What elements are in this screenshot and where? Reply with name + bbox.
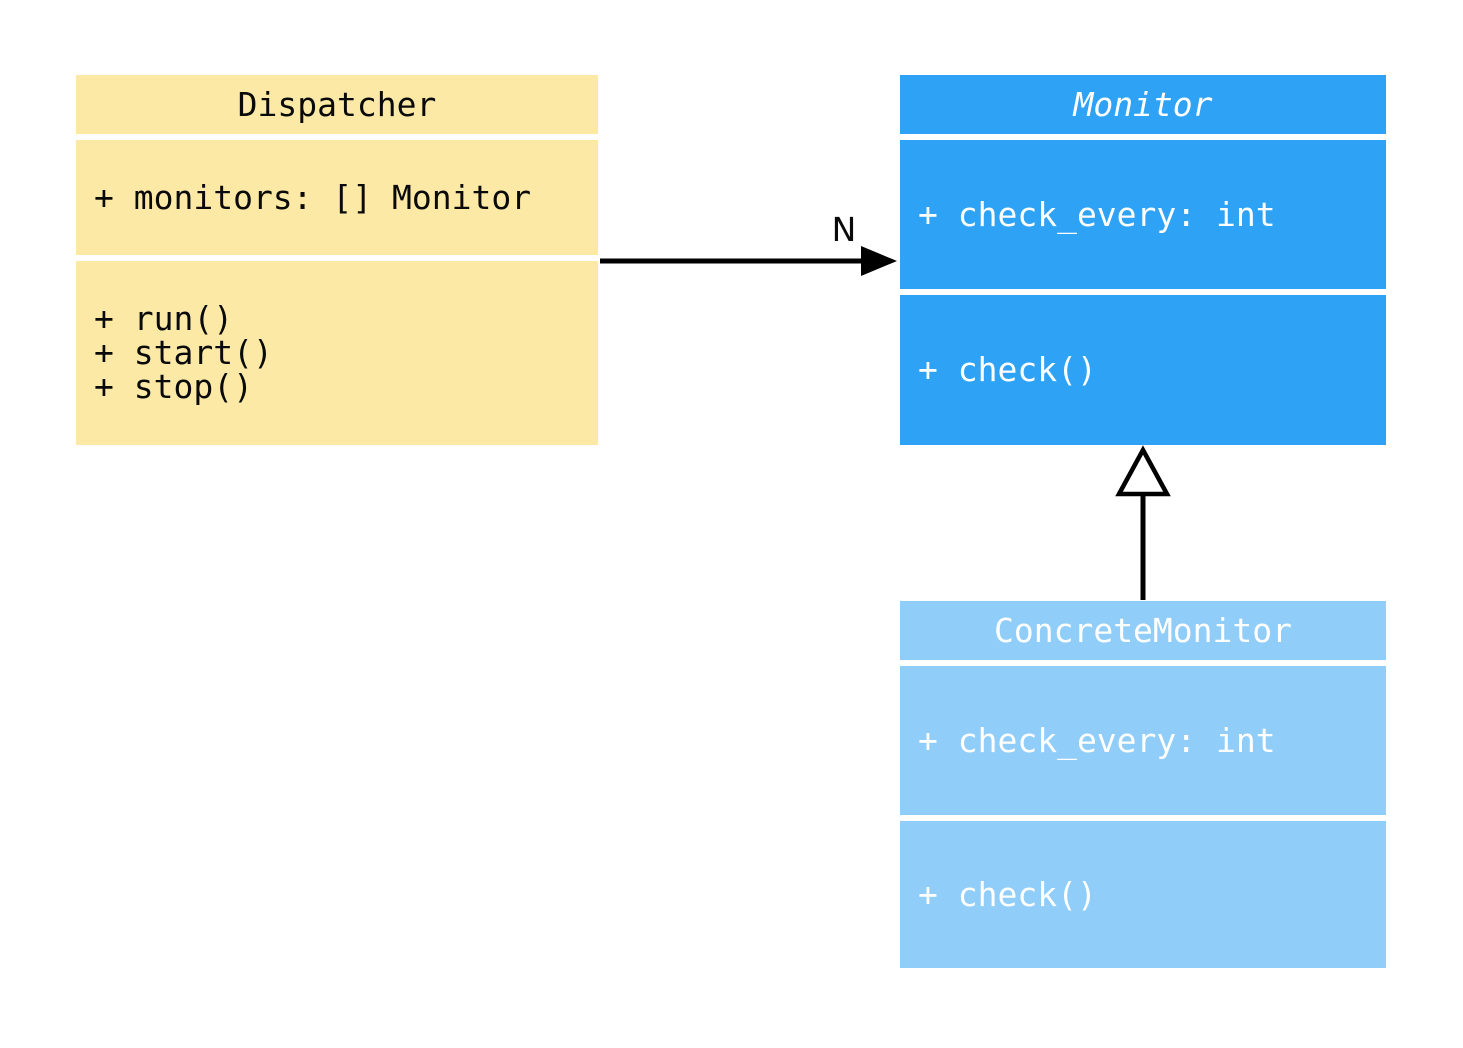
method-item: + check() xyxy=(918,350,1097,389)
method-item: + run() xyxy=(94,299,234,338)
attribute-item: + check_every: int xyxy=(918,720,1276,760)
inheritance-arrow-concretemonitor-to-monitor xyxy=(1115,445,1171,600)
methods-compartment-monitor: + check() xyxy=(900,295,1386,445)
attributes-compartment-concrete-monitor: + check_every: int xyxy=(900,666,1386,815)
association-arrowhead-icon xyxy=(861,246,897,276)
association-multiplicity-label: N xyxy=(832,210,857,249)
class-title-concrete-monitor: ConcreteMonitor xyxy=(900,601,1386,660)
method-item: + check() xyxy=(918,874,1097,914)
inheritance-triangle-icon xyxy=(1115,445,1171,497)
attributes-compartment-dispatcher: + monitors: [] Monitor xyxy=(76,140,598,255)
class-title-dispatcher: Dispatcher xyxy=(76,75,598,134)
class-dispatcher: Dispatcher + monitors: [] Monitor + run(… xyxy=(76,75,598,445)
class-title-monitor: Monitor xyxy=(900,75,1386,134)
methods-compartment-dispatcher: + run() + start() + stop() xyxy=(76,261,598,445)
association-arrow-dispatcher-to-monitor: N xyxy=(600,210,897,276)
attribute-item: + monitors: [] Monitor xyxy=(94,177,532,217)
method-item: + stop() xyxy=(94,367,253,406)
class-concrete-monitor: ConcreteMonitor + check_every: int + che… xyxy=(900,601,1386,968)
attribute-item: + check_every: int xyxy=(918,194,1276,234)
attributes-compartment-monitor: + check_every: int xyxy=(900,140,1386,289)
class-monitor: Monitor + check_every: int + check() xyxy=(900,75,1386,445)
method-item: + start() xyxy=(94,333,273,372)
methods-compartment-concrete-monitor: + check() xyxy=(900,821,1386,968)
